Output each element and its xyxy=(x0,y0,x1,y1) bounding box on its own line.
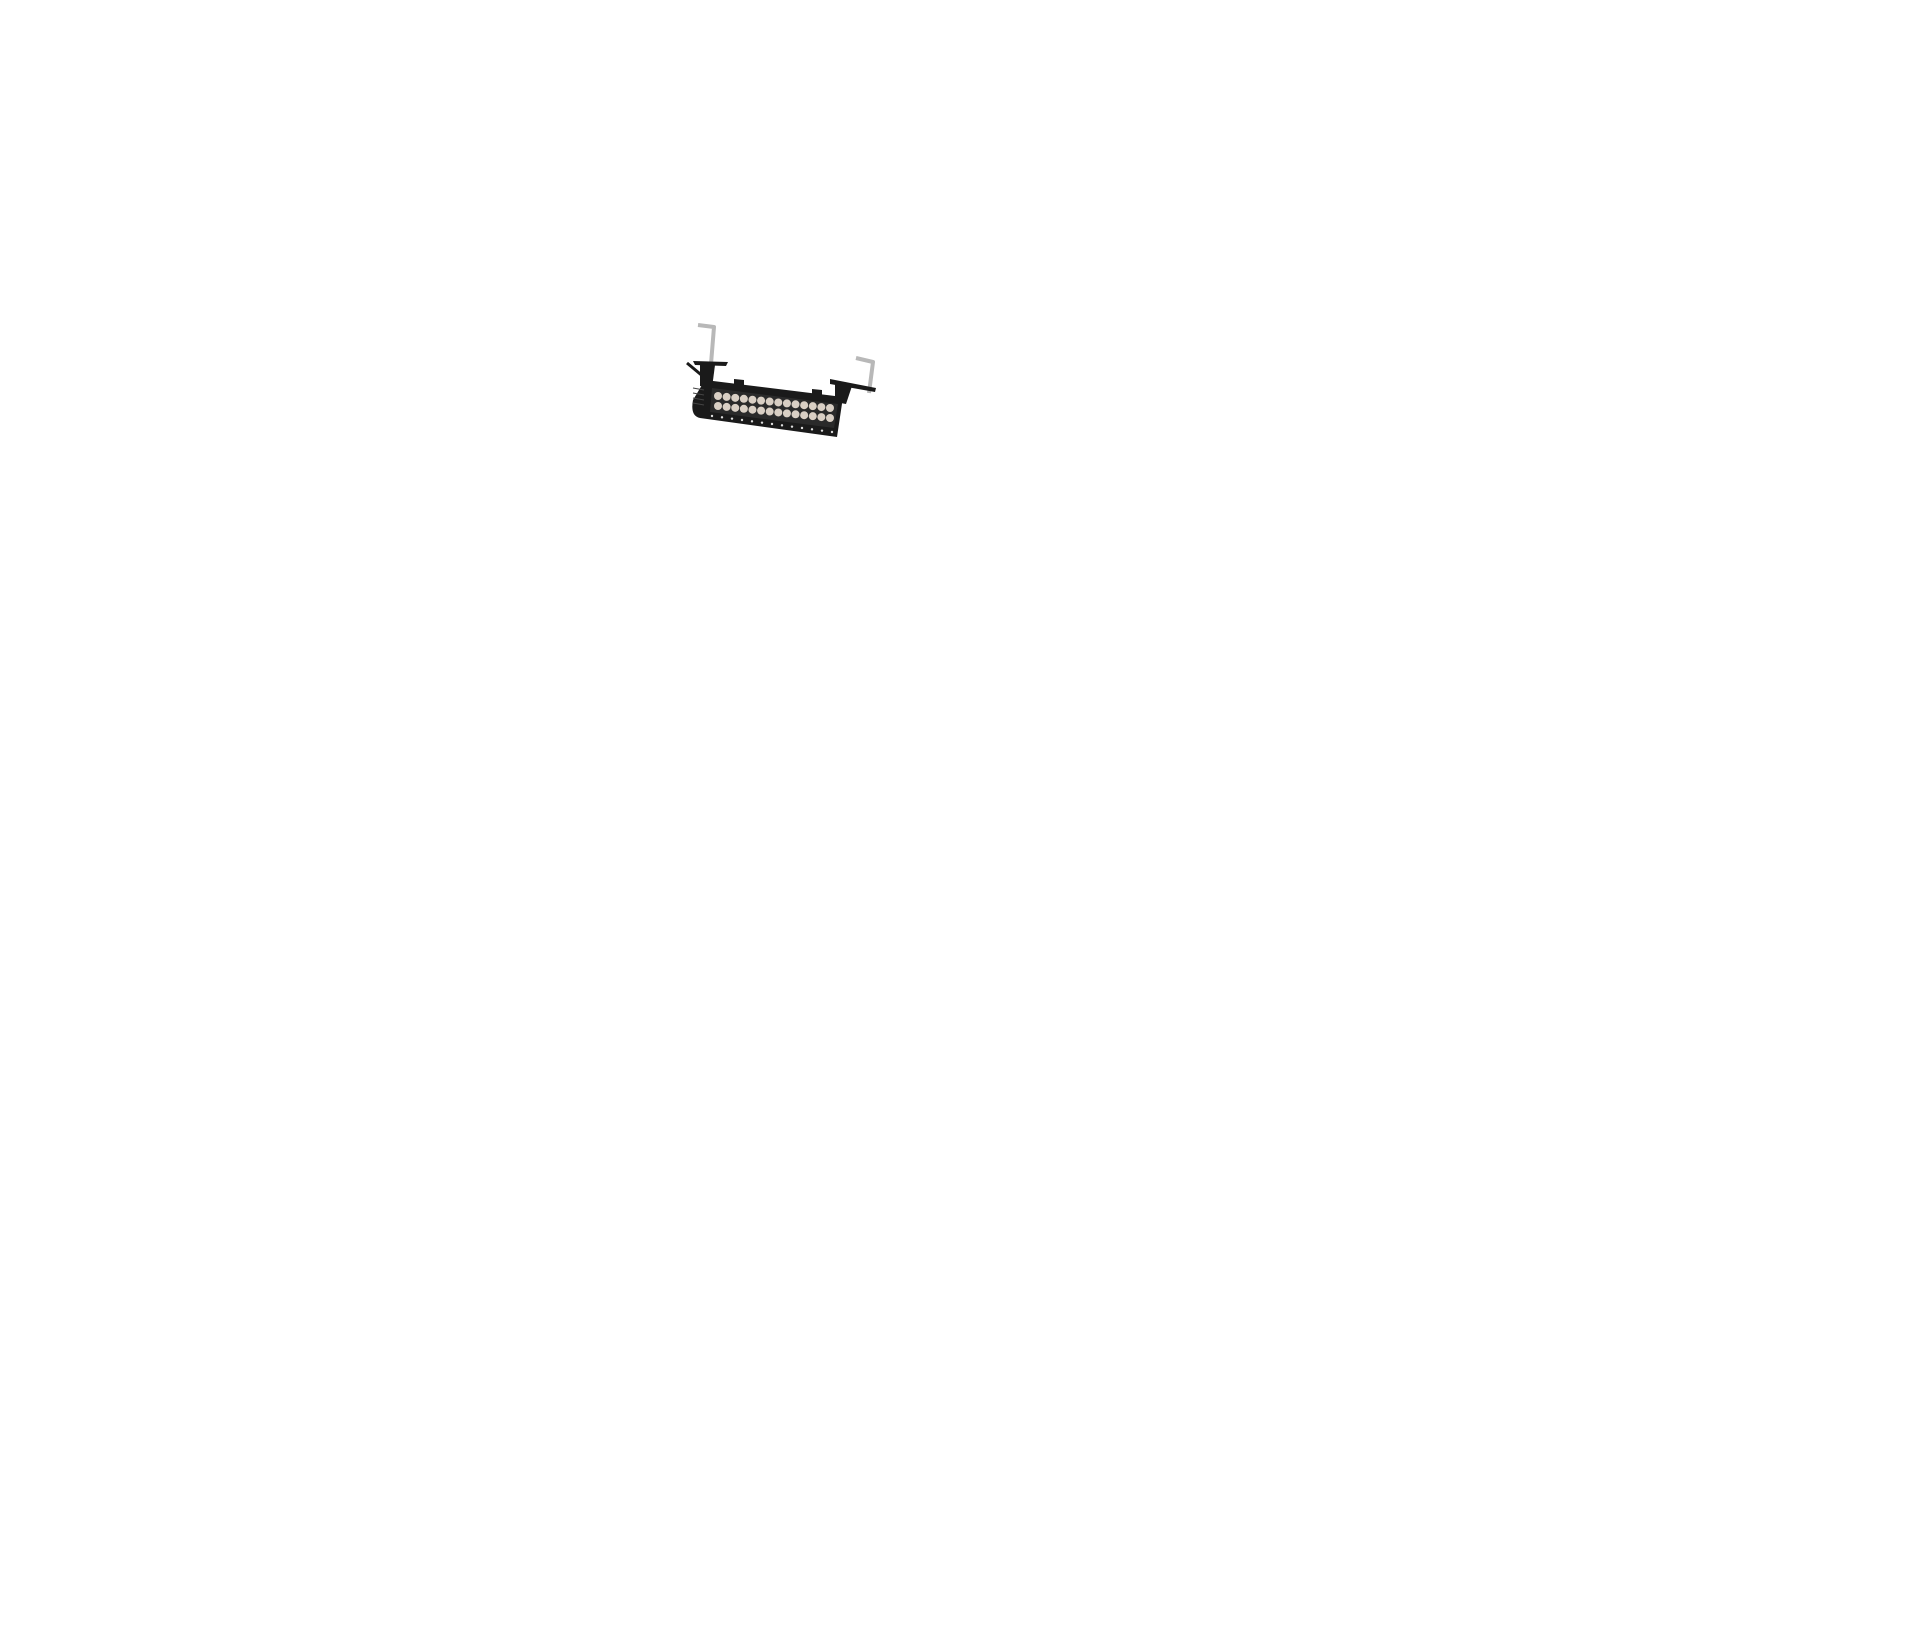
led-icon xyxy=(800,401,809,410)
screw-icon xyxy=(750,420,754,423)
screw-icon xyxy=(760,421,764,424)
led-icon xyxy=(791,410,800,419)
screw-icon xyxy=(710,414,714,418)
led-icon xyxy=(722,392,731,401)
led-icon xyxy=(782,399,791,408)
screw-icon xyxy=(740,418,744,422)
left-mounting-bracket-icon xyxy=(686,323,728,388)
led-icon xyxy=(731,393,740,402)
screw-icon xyxy=(730,417,734,420)
led-icon xyxy=(800,411,809,420)
led-icon xyxy=(739,404,748,413)
led-icon xyxy=(765,397,774,406)
led-icon xyxy=(791,400,800,409)
led-icon xyxy=(757,406,766,415)
led-light-bar-image xyxy=(686,323,876,437)
led-array xyxy=(710,392,834,434)
led-icon xyxy=(757,396,766,405)
screw-icon xyxy=(830,430,834,434)
led-icon xyxy=(748,405,757,414)
led-icon xyxy=(817,413,826,422)
led-icon xyxy=(714,402,722,410)
led-icon xyxy=(808,402,817,411)
heat-sink-fins xyxy=(692,387,705,406)
led-icon xyxy=(748,395,757,404)
led-icon xyxy=(714,392,722,400)
screw-icon xyxy=(800,426,804,430)
right-mounting-bracket-icon xyxy=(830,356,876,404)
screw-icon xyxy=(720,416,724,419)
led-icon xyxy=(774,398,783,407)
screw-icon xyxy=(820,429,824,432)
led-icon xyxy=(826,404,834,412)
screw-icon xyxy=(770,422,774,426)
led-icon xyxy=(731,403,740,412)
screw-icon xyxy=(790,425,794,428)
led-icon xyxy=(808,412,817,421)
led-icon xyxy=(765,407,774,416)
screw-icon xyxy=(780,424,784,427)
led-icon xyxy=(826,414,834,422)
screw-icon xyxy=(810,428,814,431)
led-icon xyxy=(782,409,791,418)
led-icon xyxy=(722,402,731,411)
led-icon xyxy=(817,403,826,412)
led-icon xyxy=(739,394,748,403)
led-icon xyxy=(774,408,783,417)
